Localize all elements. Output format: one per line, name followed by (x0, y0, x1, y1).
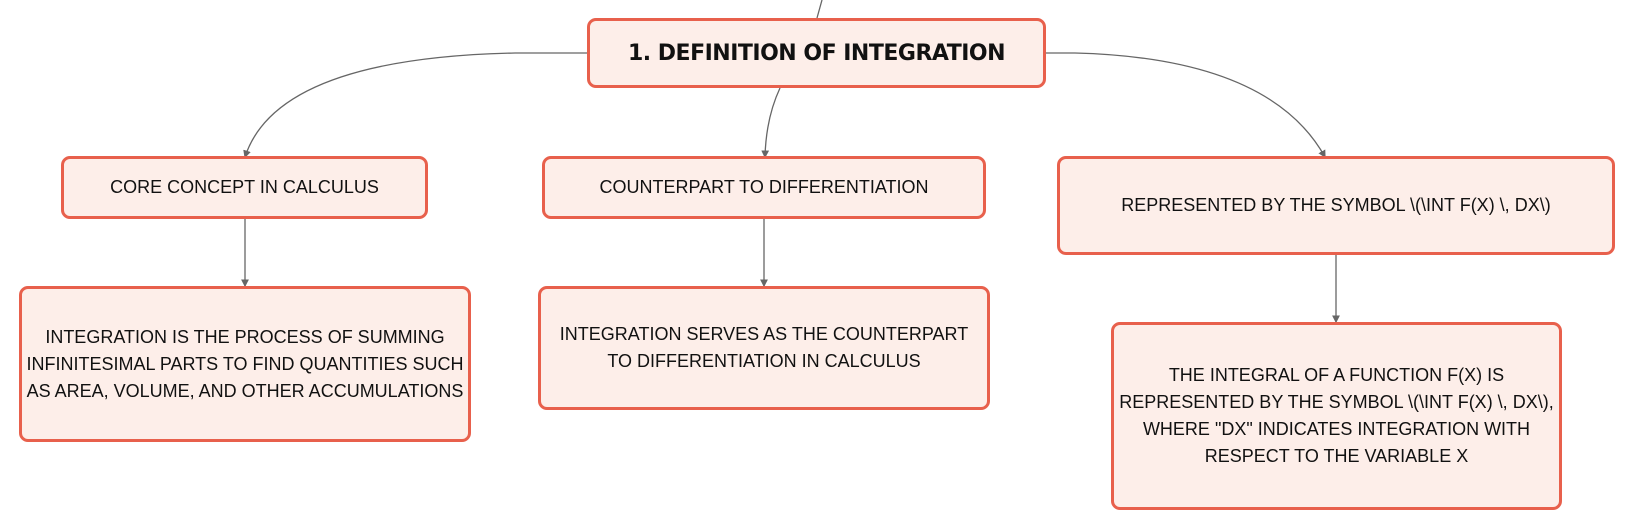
root-node-label: 1. DEFINITION OF INTEGRATION (627, 40, 1006, 66)
branch-node-counterpart[interactable]: COUNTERPART TO DIFFERENTIATION (542, 156, 986, 219)
connector-root-to-symbol (1045, 52, 1326, 159)
connector-root-to-counterpart (761, 87, 781, 159)
branch-node-core-concept[interactable]: CORE CONCEPT IN CALCULUS (61, 156, 428, 219)
connector-from-parent (816, 0, 823, 19)
detail-node-counterpart[interactable]: INTEGRATION SERVES AS THE COUNTERPART TO… (538, 286, 990, 410)
detail-node-text: INTEGRATION SERVES AS THE COUNTERPART TO… (559, 324, 969, 371)
branch-node-symbol[interactable]: REPRESENTED BY THE SYMBOL \(\INT F(X) \,… (1057, 156, 1615, 255)
branch-node-label: REPRESENTED BY THE SYMBOL \(\INT F(X) \,… (1121, 195, 1551, 215)
detail-node-core-concept[interactable]: INTEGRATION IS THE PROCESS OF SUMMING IN… (19, 286, 471, 442)
detail-node-text: THE INTEGRAL OF A FUNCTION F(X) IS REPRE… (1119, 365, 1554, 466)
connector-root-to-core-concept (243, 52, 588, 159)
detail-node-text: INTEGRATION IS THE PROCESS OF SUMMING IN… (26, 326, 464, 401)
root-node[interactable]: 1. DEFINITION OF INTEGRATION (587, 18, 1046, 88)
branch-node-label: COUNTERPART TO DIFFERENTIATION (599, 177, 929, 197)
branch-node-label: CORE CONCEPT IN CALCULUS (110, 177, 379, 197)
detail-node-symbol[interactable]: THE INTEGRAL OF A FUNCTION F(X) IS REPRE… (1111, 322, 1562, 510)
